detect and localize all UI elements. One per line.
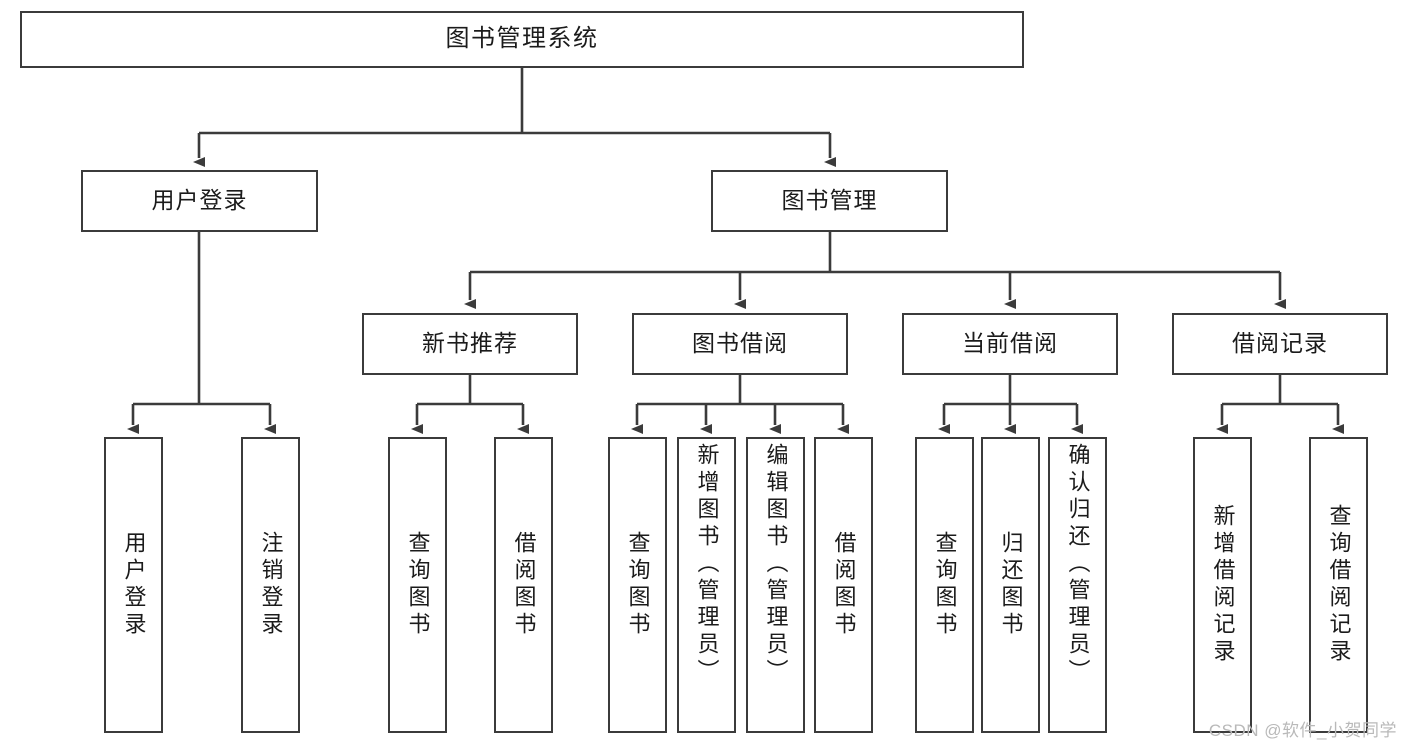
- node-book-borrow[interactable]: 图书借阅: [632, 313, 848, 375]
- leaf-user-login[interactable]: 用户登录: [104, 437, 163, 733]
- leaf-borrow-book-new[interactable]: 借阅图书: [494, 437, 553, 733]
- node-borrow-record[interactable]: 借阅记录: [1172, 313, 1388, 375]
- node-label: 新书推荐: [422, 330, 518, 357]
- leaf-add-borrow-record[interactable]: 新增借阅记录: [1193, 437, 1252, 733]
- node-label: 借阅图书: [511, 531, 537, 639]
- node-label: 图书管理系统: [445, 25, 599, 53]
- node-label: 借阅图书: [831, 531, 857, 639]
- node-label: 编辑图书（管理员）: [763, 443, 789, 686]
- leaf-query-book-new[interactable]: 查询图书: [388, 437, 447, 733]
- node-label: 查询图书: [932, 531, 958, 639]
- node-label: 图书借阅: [692, 330, 788, 357]
- node-label: 归还图书: [998, 531, 1024, 639]
- leaf-edit-book-admin[interactable]: 编辑图书（管理员）: [746, 437, 805, 733]
- node-label: 查询图书: [405, 531, 431, 639]
- leaf-confirm-return-admin[interactable]: 确认归还（管理员）: [1048, 437, 1107, 733]
- node-label: 查询图书: [625, 531, 651, 639]
- node-book-management[interactable]: 图书管理: [711, 170, 948, 232]
- node-label: 用户登录: [151, 187, 248, 214]
- node-label: 新增借阅记录: [1210, 504, 1236, 666]
- leaf-query-book-borrow[interactable]: 查询图书: [608, 437, 667, 733]
- node-label: 注销登录: [258, 531, 284, 639]
- node-label: 当前借阅: [962, 330, 1058, 357]
- leaf-borrow-book[interactable]: 借阅图书: [814, 437, 873, 733]
- node-label: 图书管理: [781, 187, 878, 214]
- node-label: 用户登录: [121, 531, 147, 639]
- leaf-add-book-admin[interactable]: 新增图书（管理员）: [677, 437, 736, 733]
- node-new-book-recommend[interactable]: 新书推荐: [362, 313, 578, 375]
- node-root-system[interactable]: 图书管理系统: [20, 11, 1024, 68]
- leaf-query-book-current[interactable]: 查询图书: [915, 437, 974, 733]
- node-user-login[interactable]: 用户登录: [81, 170, 318, 232]
- csdn-watermark: CSDN @软件_小贺同学: [1208, 721, 1397, 740]
- node-current-borrow[interactable]: 当前借阅: [902, 313, 1118, 375]
- node-label: 借阅记录: [1232, 330, 1328, 357]
- node-label: 查询借阅记录: [1326, 504, 1352, 666]
- leaf-return-book[interactable]: 归还图书: [981, 437, 1040, 733]
- leaf-query-borrow-record[interactable]: 查询借阅记录: [1309, 437, 1368, 733]
- node-label: 新增图书（管理员）: [694, 443, 720, 686]
- leaf-logout[interactable]: 注销登录: [241, 437, 300, 733]
- node-label: 确认归还（管理员）: [1065, 443, 1091, 686]
